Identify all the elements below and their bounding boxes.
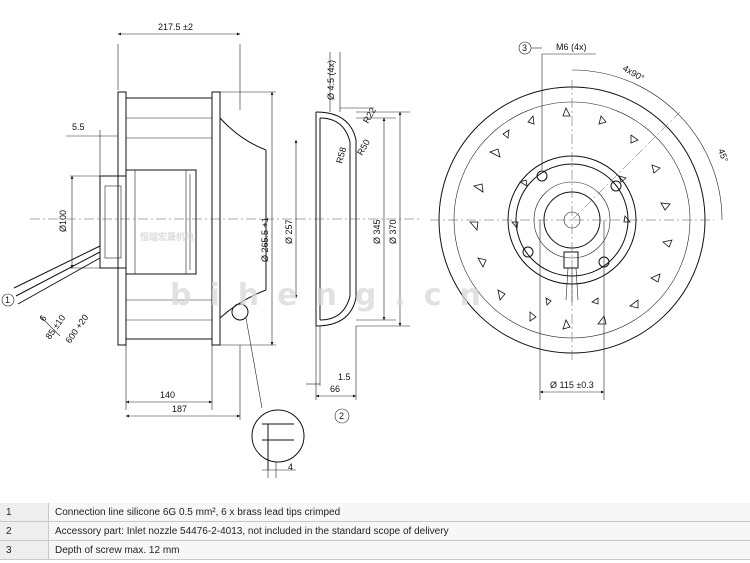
dim-cable-strip: 6	[37, 313, 48, 323]
dim-motor-diameter: Ø100	[58, 210, 68, 232]
dim-cable-lead: 85 ±10	[43, 313, 67, 341]
note-text: Connection line silicone 6G 0.5 mm², 6 x…	[48, 503, 750, 522]
watermark-chinese: 恒瑞宏晟机电	[140, 231, 194, 243]
technical-drawing: 217.5 ±2 5.5 Ø100 Ø 265.5 +1 6 85 ±10 60…	[1, 22, 730, 478]
dim-angle-4x90: 4x90°	[621, 63, 646, 83]
front-view: M6 (4x) 3 4x90° 45° Ø 115 ±0.3	[430, 41, 730, 400]
note-number: 1	[0, 503, 49, 522]
dim-w1-5: 1.5	[338, 372, 351, 382]
detail-marker	[231, 303, 249, 321]
dim-d345: Ø 345	[372, 219, 382, 244]
dim-nozzle-r58: R58	[334, 146, 348, 165]
dim-angle-45: 45°	[716, 147, 730, 164]
dim-d257: Ø 257	[284, 219, 294, 244]
note-number: 2	[0, 521, 49, 541]
dim-d370: Ø 370	[388, 219, 398, 244]
dim-r50: R50	[355, 138, 372, 157]
dim-d115: Ø 115 ±0.3	[550, 380, 594, 390]
inlet-nozzle-view: Ø 4.5 (4x) R22 R50 R58 Ø 257 Ø 345 Ø 370…	[284, 52, 420, 424]
side-view: 217.5 ±2 5.5 Ø100 Ø 265.5 +1 6 85 ±10 60…	[1, 22, 305, 478]
callout-1-circle	[1, 293, 15, 307]
blade-slots	[469, 107, 673, 330]
dim-cable-length: 600 +20	[63, 313, 90, 346]
callout-1-label: 1	[5, 295, 10, 305]
dim-r22: R22	[361, 106, 378, 125]
note-row: 2 Accessory part: Inlet nozzle 54476-2-4…	[0, 521, 750, 541]
note-text: Depth of screw max. 12 mm	[48, 540, 750, 560]
note-number: 3	[0, 540, 49, 560]
note-row: 1 Connection line silicone 6G 0.5 mm², 6…	[0, 503, 750, 522]
notes-table: 1 Connection line silicone 6G 0.5 mm², 6…	[0, 503, 750, 560]
callout-2-label: 2	[339, 411, 344, 421]
dim-w66: 66	[330, 384, 340, 394]
dim-hole-4-5: Ø 4.5 (4x)	[326, 60, 336, 100]
dim-m6: M6 (4x)	[556, 42, 587, 52]
dim-flange-offset: 5.5	[72, 122, 85, 132]
callout-3-label: 3	[522, 43, 527, 53]
note-text: Accessory part: Inlet nozzle 54476-2-401…	[48, 521, 750, 541]
detail-view	[251, 409, 305, 463]
watermark-pinyin: biheng.cn	[170, 278, 499, 313]
dim-width-140: 140	[160, 390, 175, 400]
callout-2-circle	[334, 408, 350, 424]
dim-width-187: 187	[172, 404, 187, 414]
dim-overall-width: 217.5 ±2	[158, 22, 193, 32]
note-row: 3 Depth of screw max. 12 mm	[0, 540, 750, 560]
dim-impeller-diameter: Ø 265.5 +1	[260, 217, 270, 262]
watermark: 恒瑞宏晟机电 biheng.cn	[140, 231, 499, 313]
dim-detail-4: 4	[288, 462, 293, 472]
